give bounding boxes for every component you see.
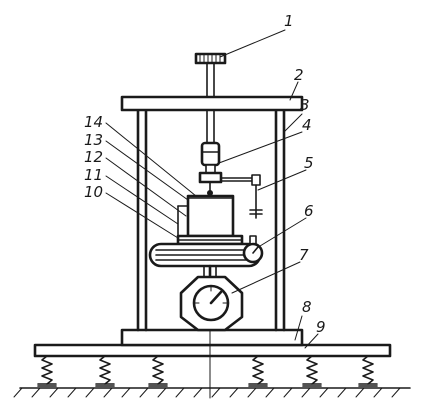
callout-6: 6 [304, 202, 314, 220]
ground [13, 387, 411, 398]
callout-4: 4 [302, 116, 312, 134]
vibration-table [148, 242, 262, 278]
lead-screw [206, 61, 215, 144]
punch-holder [198, 141, 223, 196]
callout-5: 5 [304, 154, 314, 172]
callout-14: 14 [84, 113, 103, 131]
handwheel [194, 52, 227, 65]
load-cell-housing [179, 275, 244, 332]
callout-9: 9 [316, 318, 326, 336]
callout-1: 1 [284, 12, 294, 30]
indenter-ball [207, 190, 213, 196]
top-crossbeam [120, 95, 304, 112]
vibration-springs [37, 355, 378, 387]
leader-lines [105, 29, 319, 349]
dial-gauge [242, 235, 264, 264]
callout-11: 11 [84, 166, 103, 184]
callout-2: 2 [294, 66, 304, 84]
callout-12: 12 [84, 148, 103, 166]
indicator-bracket [220, 174, 263, 219]
callout-8: 8 [302, 298, 312, 316]
callouts: 1 2 3 4 5 6 7 8 9 10 11 12 13 14 [84, 12, 326, 336]
callout-13: 13 [84, 131, 103, 149]
callout-7: 7 [299, 246, 309, 264]
frame-columns [136, 108, 286, 332]
frame-base [120, 328, 304, 347]
callout-10: 10 [84, 183, 103, 201]
callout-3: 3 [300, 96, 310, 114]
base-plate [33, 343, 392, 358]
